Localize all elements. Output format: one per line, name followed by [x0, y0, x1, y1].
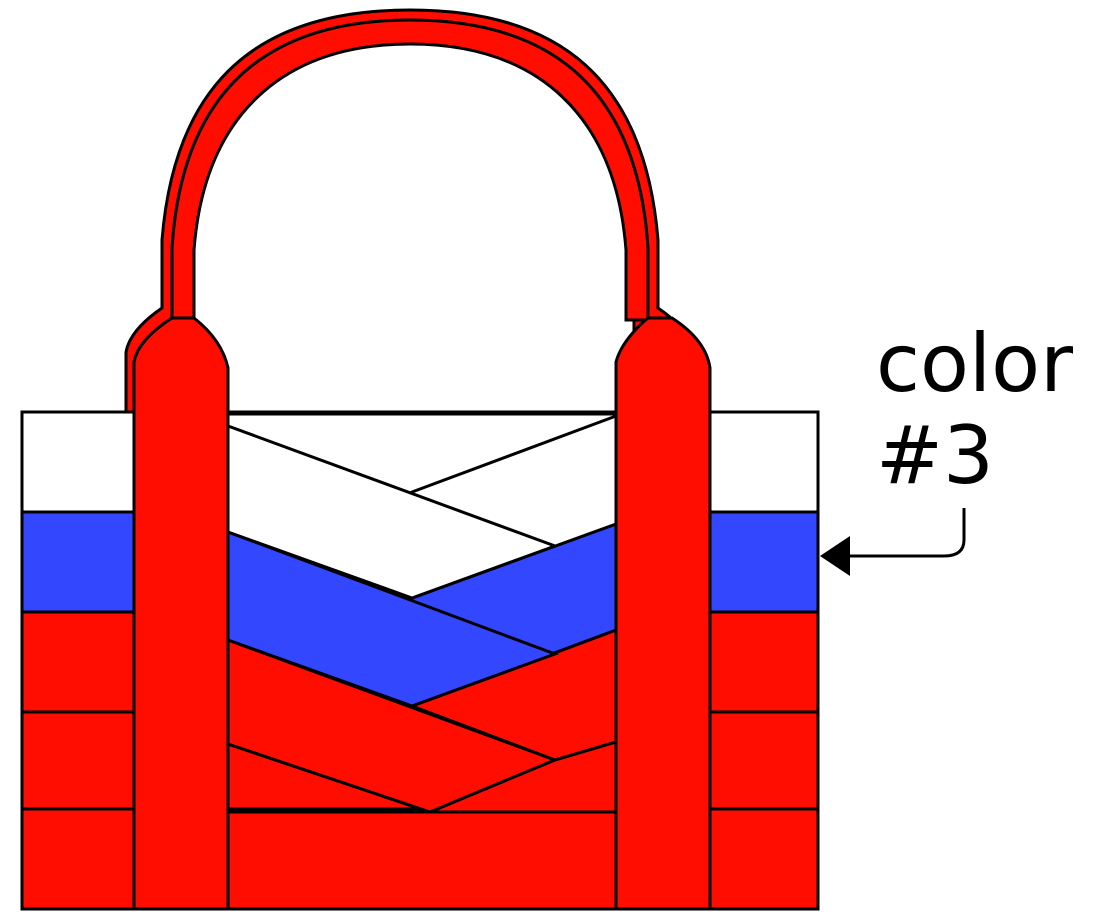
front-handle — [132, 18, 712, 911]
front-handle-right-strap — [614, 316, 712, 911]
callout-arrow-line — [848, 508, 966, 558]
callout-label-line2: #3 — [876, 409, 994, 502]
callout-arrow — [820, 508, 966, 576]
callout-label-line1: color — [876, 317, 1073, 410]
woven-panel — [226, 412, 618, 911]
callout-arrow-head-icon — [820, 536, 850, 576]
weave-bottom-panel — [226, 810, 618, 911]
front-handle-left-strap — [132, 316, 230, 911]
